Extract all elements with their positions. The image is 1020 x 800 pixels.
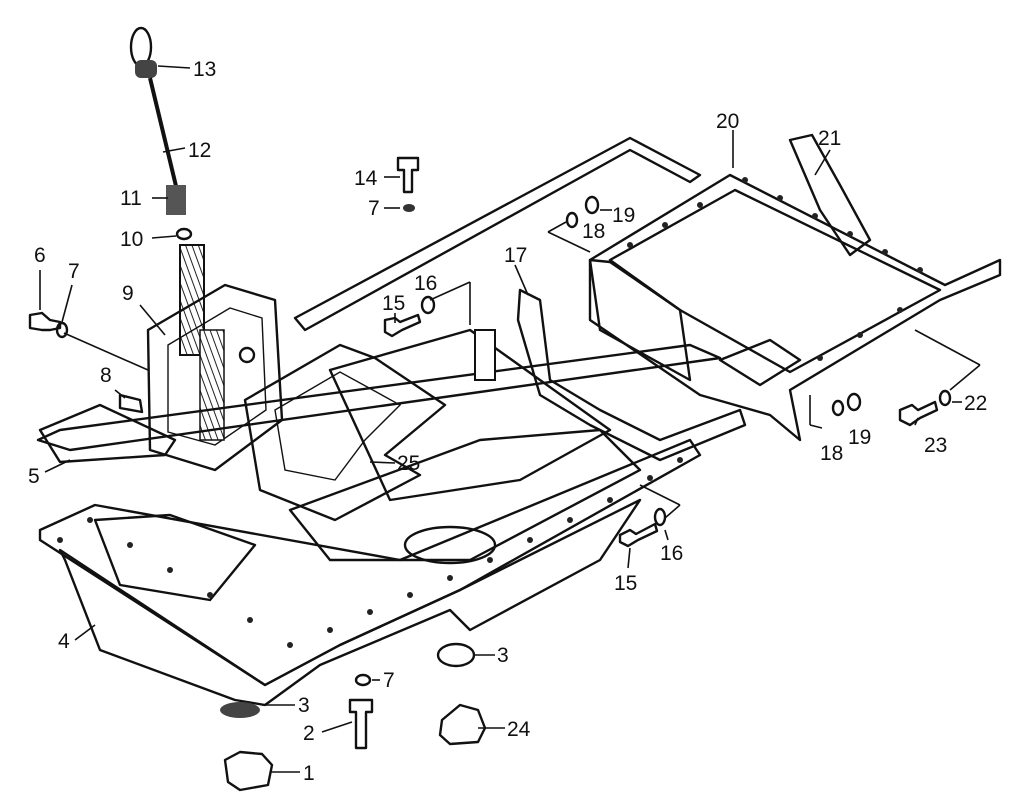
callout-19b: 19 — [848, 426, 871, 449]
callout-2: 2 — [303, 722, 315, 745]
bolt-14 — [396, 156, 420, 194]
crankcase-frame — [588, 173, 1002, 442]
drain-plug-seat — [220, 702, 260, 718]
callout-22: 22 — [964, 392, 987, 415]
sump-ribbed-interior — [328, 328, 612, 502]
callout-17: 17 — [504, 244, 527, 267]
callout-16a: 16 — [414, 272, 437, 295]
callout-4: 4 — [58, 630, 70, 653]
bolt-6 — [28, 311, 62, 332]
o-ring — [436, 642, 476, 668]
side-cover — [146, 283, 284, 472]
callout-18b: 18 — [820, 442, 843, 465]
top-gasket-strip — [293, 136, 702, 332]
fasteners — [28, 156, 952, 548]
washer-18-bottom — [831, 399, 845, 417]
washer-7-top — [403, 204, 415, 212]
bolt-15-bottom — [618, 522, 659, 548]
nut-19-top — [584, 195, 600, 215]
callout-18a: 18 — [582, 220, 605, 243]
callout-24: 24 — [507, 718, 531, 741]
callout-5: 5 — [28, 465, 40, 488]
callout-13: 13 — [193, 58, 216, 81]
dipstick-washer — [175, 227, 193, 241]
small-washer — [354, 673, 372, 687]
washer-16-bottom — [653, 507, 667, 527]
callout-9: 9 — [122, 282, 134, 305]
washer-18-top — [565, 211, 579, 229]
callout-16b: 16 — [660, 542, 683, 565]
plug-cap — [438, 703, 487, 746]
callout-20: 20 — [716, 110, 739, 133]
side-gasket-strip — [516, 288, 747, 462]
dipstick-rod — [148, 77, 178, 187]
callout-labels: 1 2 3 3 4 5 6 7 7 7 8 9 10 11 12 13 14 1… — [28, 58, 987, 785]
callout-25: 25 — [397, 452, 420, 475]
callout-1: 1 — [303, 762, 315, 785]
callout-10: 10 — [120, 228, 143, 251]
callout-7b: 7 — [368, 197, 380, 220]
callout-3b: 3 — [497, 644, 509, 667]
drain-nut — [223, 750, 274, 792]
oil-pan — [38, 428, 702, 707]
dipstick-plug — [166, 185, 186, 215]
support-strap — [788, 133, 872, 257]
callout-7a: 7 — [68, 260, 80, 283]
callout-14: 14 — [354, 167, 378, 190]
callout-15a: 15 — [382, 292, 405, 315]
callout-3a: 3 — [298, 694, 310, 717]
callout-23: 23 — [924, 434, 947, 457]
callout-19a: 19 — [612, 204, 635, 227]
sump-gasket — [243, 343, 447, 522]
leader-lines — [39, 65, 981, 773]
washer-22 — [938, 389, 952, 407]
callout-15b: 15 — [614, 572, 637, 595]
nut-19-bottom — [846, 392, 862, 412]
callout-11: 11 — [120, 187, 142, 210]
dipstick-cap — [135, 60, 157, 78]
callout-8: 8 — [100, 364, 112, 387]
lower-gasket-strip — [36, 343, 722, 452]
bolt-23 — [898, 400, 939, 427]
washer-7-left — [55, 321, 69, 339]
washer-16-top — [420, 295, 436, 315]
small-cover-gasket — [38, 403, 177, 464]
drain-bolt — [348, 698, 374, 750]
callout-12: 12 — [188, 139, 211, 162]
drain-plug-parts — [220, 642, 487, 792]
callout-6: 6 — [34, 244, 46, 267]
callout-7c: 7 — [383, 669, 395, 692]
bolt-15-top — [383, 313, 422, 338]
callout-21: 21 — [818, 127, 841, 150]
stud-8 — [118, 393, 144, 414]
